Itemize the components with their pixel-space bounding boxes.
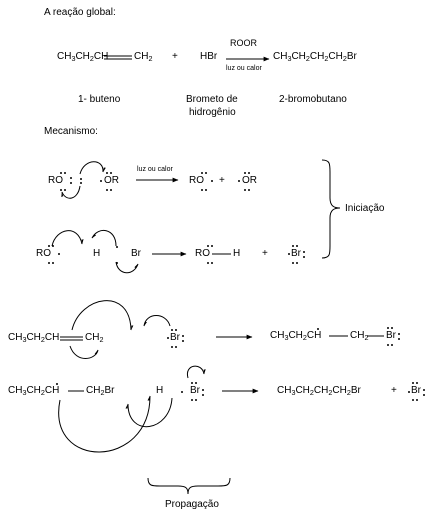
prop1-alkene-end: CH2	[85, 332, 104, 345]
label-hbr-line2: hidrogênio	[189, 107, 236, 118]
init2-ro: RO	[36, 248, 51, 259]
propagation-brace	[147, 477, 231, 495]
init2-h: H	[93, 248, 101, 259]
init2-fishhook-hbr-right	[115, 261, 139, 274]
init2-br: Br	[131, 248, 141, 259]
init2-product-ro: RO	[195, 248, 210, 259]
init2-fishhook-ro	[51, 230, 84, 247]
prop1-fishhook-big	[71, 300, 134, 331]
plus-sign: +	[172, 51, 178, 62]
init1-product-ro: RO	[189, 175, 204, 186]
label-hbr-line1: Brometo de	[186, 94, 238, 105]
prop2-h: H	[156, 385, 164, 396]
init1-fishhook-right	[79, 161, 106, 175]
reactant-1-end: CH2	[134, 51, 153, 64]
reactant-1-butene: CH3CH2CH	[57, 51, 109, 64]
prop2-fishhook-small	[125, 397, 173, 428]
init2-product-br: Br	[291, 248, 301, 259]
global-heading: A reação global:	[44, 7, 116, 18]
prop2-radical-left: CH3CH2CH	[8, 385, 60, 398]
init1-fishhook-left	[61, 185, 81, 199]
label-1-butene: 1- buteno	[78, 94, 121, 105]
prop2-product: CH3CH2CH2CH2Br	[277, 385, 361, 398]
prop2-radical-right: CH2Br	[86, 385, 115, 398]
prop2-fishhook-big	[58, 395, 151, 453]
init1-or: OR	[104, 175, 119, 186]
prop1-fishhook-small	[69, 345, 99, 359]
init1-product-or: OR	[242, 175, 257, 186]
prop2-plus: +	[391, 385, 397, 396]
reactant-hbr: HBr	[200, 51, 218, 62]
propagation-label: Propagação	[165, 499, 219, 510]
prop1-product-br: Br	[386, 330, 396, 341]
prop1-alkene: CH3CH2CH	[8, 332, 60, 345]
mechanism-heading: Mecanismo:	[44, 126, 98, 137]
global-double-bond	[104, 55, 132, 60]
prop2-br: Br	[190, 385, 200, 396]
condition-light-heat: luz ou calor	[226, 65, 262, 72]
label-product: 2-bromobutano	[279, 94, 347, 105]
product-bromobutane: CH3CH2CH2CH2Br	[273, 51, 357, 64]
prop1-double-bond	[60, 336, 83, 341]
init1-plus: +	[219, 175, 225, 186]
init2-product-h: H	[233, 248, 241, 259]
condition-roor: ROOR	[230, 38, 257, 48]
prop2-product-br: Br	[411, 385, 421, 396]
prop1-fishhook-br	[143, 315, 171, 327]
initiation-label: Iniciação	[345, 203, 385, 214]
init2-fishhook-hbr-left	[91, 230, 117, 247]
prop2-fishhook-br	[186, 365, 206, 379]
prop1-product-mid: CH2	[350, 330, 369, 343]
prop1-br-radical: Br	[170, 332, 180, 343]
init1-arrow-label: luz ou calor	[137, 166, 173, 173]
init2-plus: +	[262, 248, 268, 259]
init1-ro: RO	[48, 175, 63, 186]
initiation-brace	[321, 159, 341, 259]
prop1-product-left: CH3CH2CH	[270, 330, 322, 343]
